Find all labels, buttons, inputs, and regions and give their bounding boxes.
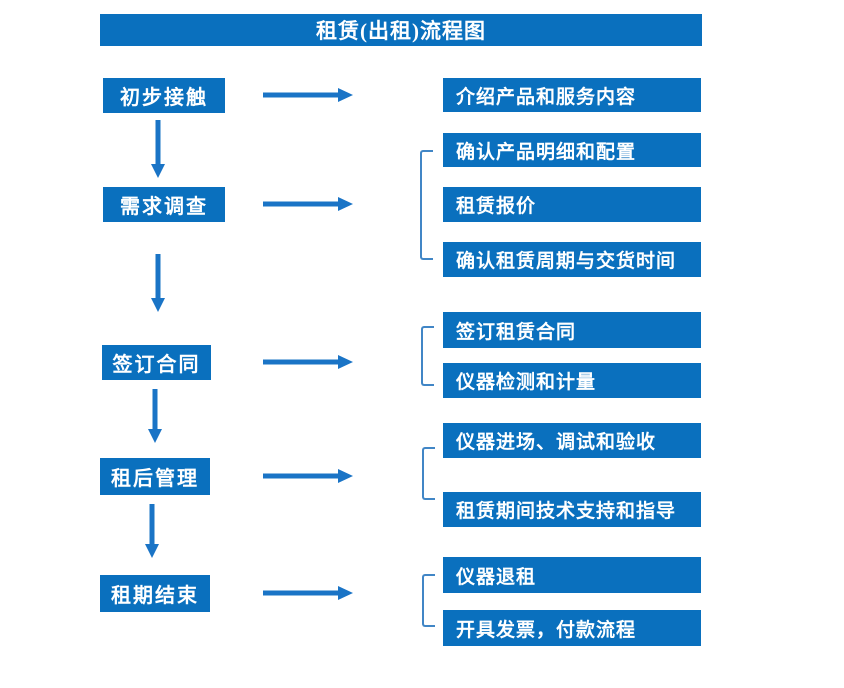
detail-box: 确认租赁周期与交货时间 xyxy=(443,242,701,277)
detail-box: 租赁期间技术支持和指导 xyxy=(443,492,701,527)
page-title: 租赁(出租)流程图 xyxy=(100,14,702,46)
detail-box: 仪器进场、调试和验收 xyxy=(443,423,701,458)
group-bracket xyxy=(421,326,434,386)
down-arrow-icon xyxy=(151,254,165,312)
right-arrow-icon xyxy=(263,586,353,600)
step-post-rental-mgmt: 租后管理 xyxy=(100,458,210,495)
right-arrow-icon xyxy=(263,88,353,102)
detail-box: 确认产品明细和配置 xyxy=(443,133,701,167)
right-arrow-icon xyxy=(263,197,353,211)
detail-box: 仪器检测和计量 xyxy=(443,363,701,398)
down-arrow-icon xyxy=(145,504,159,558)
step-initial-contact: 初步接触 xyxy=(103,78,225,113)
step-rental-end: 租期结束 xyxy=(100,575,210,612)
right-arrow-icon xyxy=(263,469,353,483)
detail-box: 租赁报价 xyxy=(443,187,701,222)
step-sign-contract: 签订合同 xyxy=(102,345,211,380)
detail-box: 介绍产品和服务内容 xyxy=(443,78,701,112)
step-demand-survey: 需求调查 xyxy=(103,187,225,222)
group-bracket xyxy=(422,447,435,500)
detail-box: 仪器退租 xyxy=(443,557,701,593)
down-arrow-icon xyxy=(151,120,165,178)
down-arrow-icon xyxy=(148,389,162,443)
right-arrow-icon xyxy=(263,355,353,369)
group-bracket xyxy=(420,150,433,260)
group-bracket xyxy=(422,574,435,627)
detail-box: 签订租赁合同 xyxy=(443,312,701,348)
detail-box: 开具发票，付款流程 xyxy=(443,610,701,646)
